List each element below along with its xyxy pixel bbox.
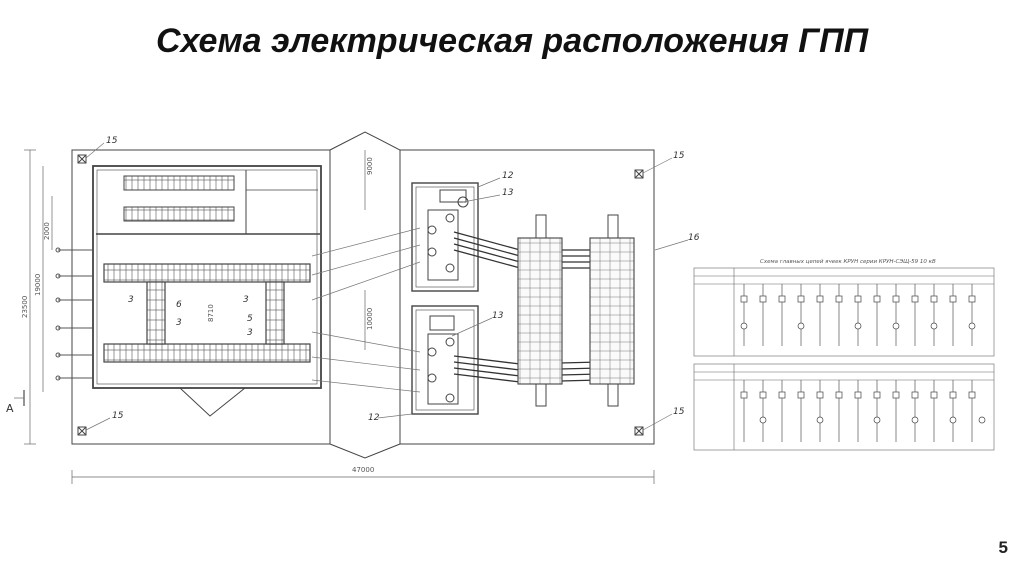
transformer-bay-2 (411, 305, 479, 415)
callout-3-d: 3 (247, 328, 253, 338)
callout-15-top-right: 15 (673, 151, 685, 161)
callout-3-c: 3 (243, 295, 249, 305)
section-marker: A (6, 402, 14, 415)
dimension-mid-upper: 9000 (366, 157, 374, 175)
callout-15-bottom-left: 15 (112, 411, 124, 421)
switchgear-row-top (103, 263, 311, 283)
schematic-title: Схема главных цепей ячеек КРУН серии КРУ… (760, 259, 936, 265)
callout-16: 16 (688, 233, 700, 243)
slide-title: Схема электрическая расположения ГПП (155, 22, 869, 60)
callout-13-bottom: 13 (492, 311, 504, 321)
dimension-left-upper: 2000 (43, 222, 51, 240)
dimension-left-inner: 19000 (34, 274, 42, 296)
callout-15-top-left: 15 (106, 136, 118, 146)
schematic-sheet: Схема главных цепей ячеек КРУН серии КРУ… (693, 259, 995, 451)
outdoor-rack-right (589, 237, 635, 385)
dimension-overall-width: 47000 (352, 466, 374, 474)
corner-marker-tr (634, 169, 644, 179)
callout-6: 6 (176, 300, 182, 310)
corner-marker-br (634, 426, 644, 436)
dimension-mid-lower: 10000 (366, 308, 374, 330)
callout-3-b: 3 (176, 318, 182, 328)
callout-12-bottom: 12 (368, 413, 380, 423)
outdoor-rack-left (517, 237, 563, 385)
callout-12-top: 12 (502, 171, 514, 181)
dimension-room: 8710 (207, 304, 215, 322)
dimension-overall-height: 23500 (21, 296, 29, 318)
dimension-lines (14, 149, 655, 484)
callout-3-a: 3 (128, 295, 134, 305)
cable-entries-left (55, 247, 93, 381)
switchgear-column-left (146, 281, 166, 345)
corner-marker-tl (77, 154, 87, 164)
page-number: 5 (998, 538, 1008, 557)
switchgear-row-bottom (103, 343, 311, 363)
switchgear-column-right (265, 281, 285, 345)
transformer-bay-1 (411, 182, 479, 292)
callout-13-top: 13 (502, 188, 514, 198)
callout-5: 5 (247, 314, 253, 324)
callout-15-bottom-right: 15 (673, 407, 685, 417)
corner-marker-bl (77, 426, 87, 436)
